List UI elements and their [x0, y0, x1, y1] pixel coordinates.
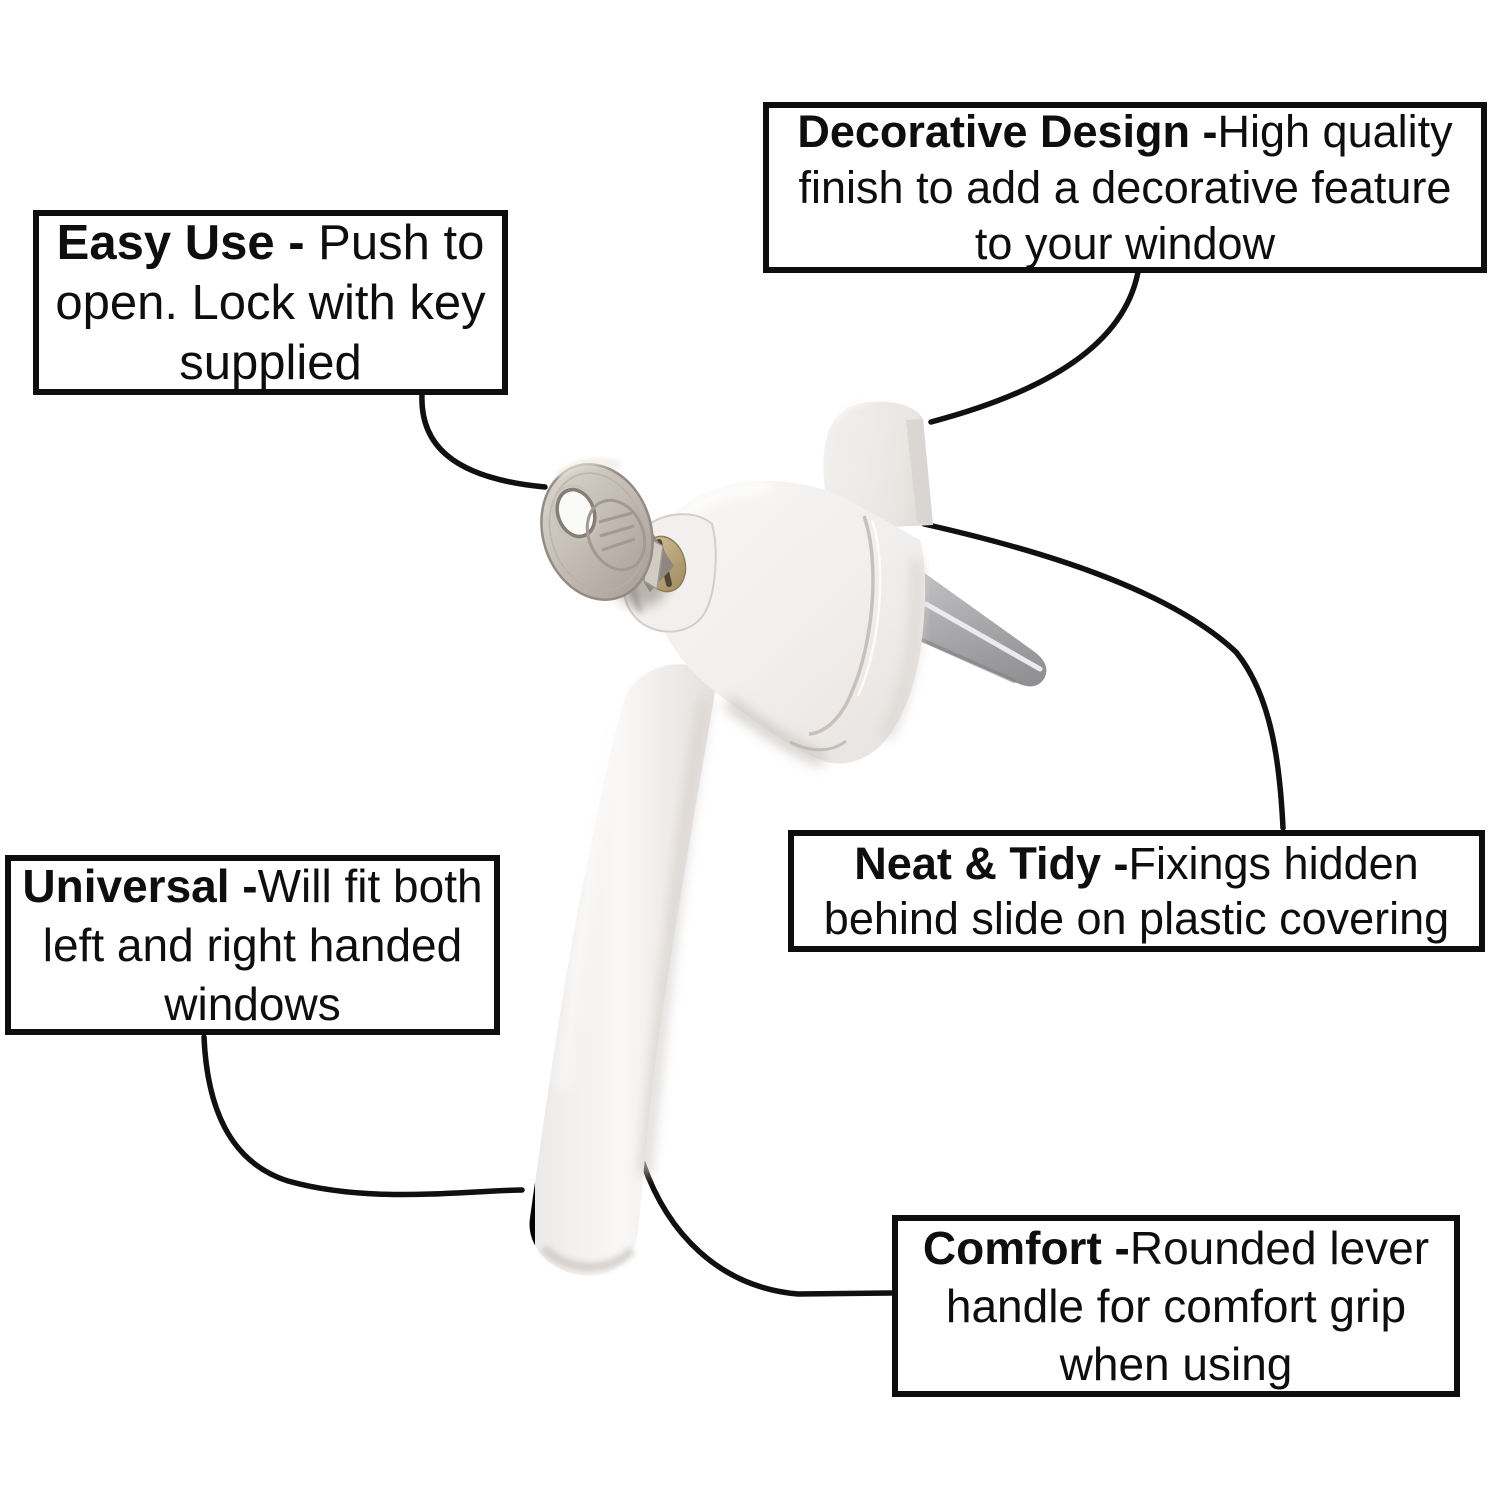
callout-title: Easy Use - — [56, 215, 305, 270]
key-logo — [585, 498, 647, 572]
callout-line: supplied — [179, 335, 362, 390]
callout-title: Decorative Design - — [797, 105, 1218, 157]
callout-title: Comfort - — [922, 1222, 1130, 1274]
callout-title: Universal - — [22, 859, 258, 912]
callout-line: to your window — [974, 217, 1276, 269]
callout-text: High quality — [1217, 105, 1453, 157]
connector-line-decorative — [928, 269, 1141, 425]
connector-line-comfort — [640, 1160, 894, 1297]
connector-line-universal — [201, 1034, 525, 1198]
callout-text: Push to — [304, 215, 485, 270]
callout-line: Easy Use - Push to — [57, 213, 485, 273]
handle-lever — [529, 664, 716, 1276]
callout-text: Will fit both — [257, 859, 483, 912]
callout-line: open. Lock with key — [55, 275, 486, 330]
callout-line: Neat & Tidy -Fixings hidden — [854, 836, 1418, 891]
cover-tongue — [823, 399, 933, 530]
callout-text: Fixings hidden — [1128, 838, 1419, 889]
key — [540, 458, 674, 601]
callout-line: left and right handed — [42, 918, 463, 971]
callout-line: windows — [164, 977, 341, 1030]
connector-line-easy-use — [419, 391, 548, 490]
callout-easy-use: Easy Use - Push to open. Lock with key s… — [33, 210, 508, 395]
callout-text: Rounded lever — [1129, 1222, 1430, 1274]
callout-line: finish to add a decorative feature — [798, 161, 1452, 213]
callout-line: handle for comfort grip — [945, 1280, 1407, 1332]
callout-title: Neat & Tidy - — [854, 838, 1129, 889]
callout-line: Universal -Will fit both — [22, 857, 482, 916]
spindle — [919, 569, 1047, 687]
connector-lines — [201, 269, 1286, 1297]
callout-line: when using — [1059, 1338, 1293, 1390]
callout-universal: Universal -Will fit both left and right … — [5, 855, 500, 1035]
callout-neat-tidy: Neat & Tidy -Fixings hidden behind slide… — [788, 830, 1485, 952]
callout-line: behind slide on plastic covering — [823, 893, 1450, 944]
connector-line-neat-tidy — [921, 521, 1286, 831]
callout-comfort: Comfort -Rounded lever handle for comfor… — [892, 1215, 1460, 1397]
callout-line: Comfort -Rounded lever — [923, 1219, 1429, 1277]
callout-decorative-design: Decorative Design -High quality finish t… — [763, 102, 1487, 273]
callout-line: Decorative Design -High quality — [797, 104, 1452, 160]
